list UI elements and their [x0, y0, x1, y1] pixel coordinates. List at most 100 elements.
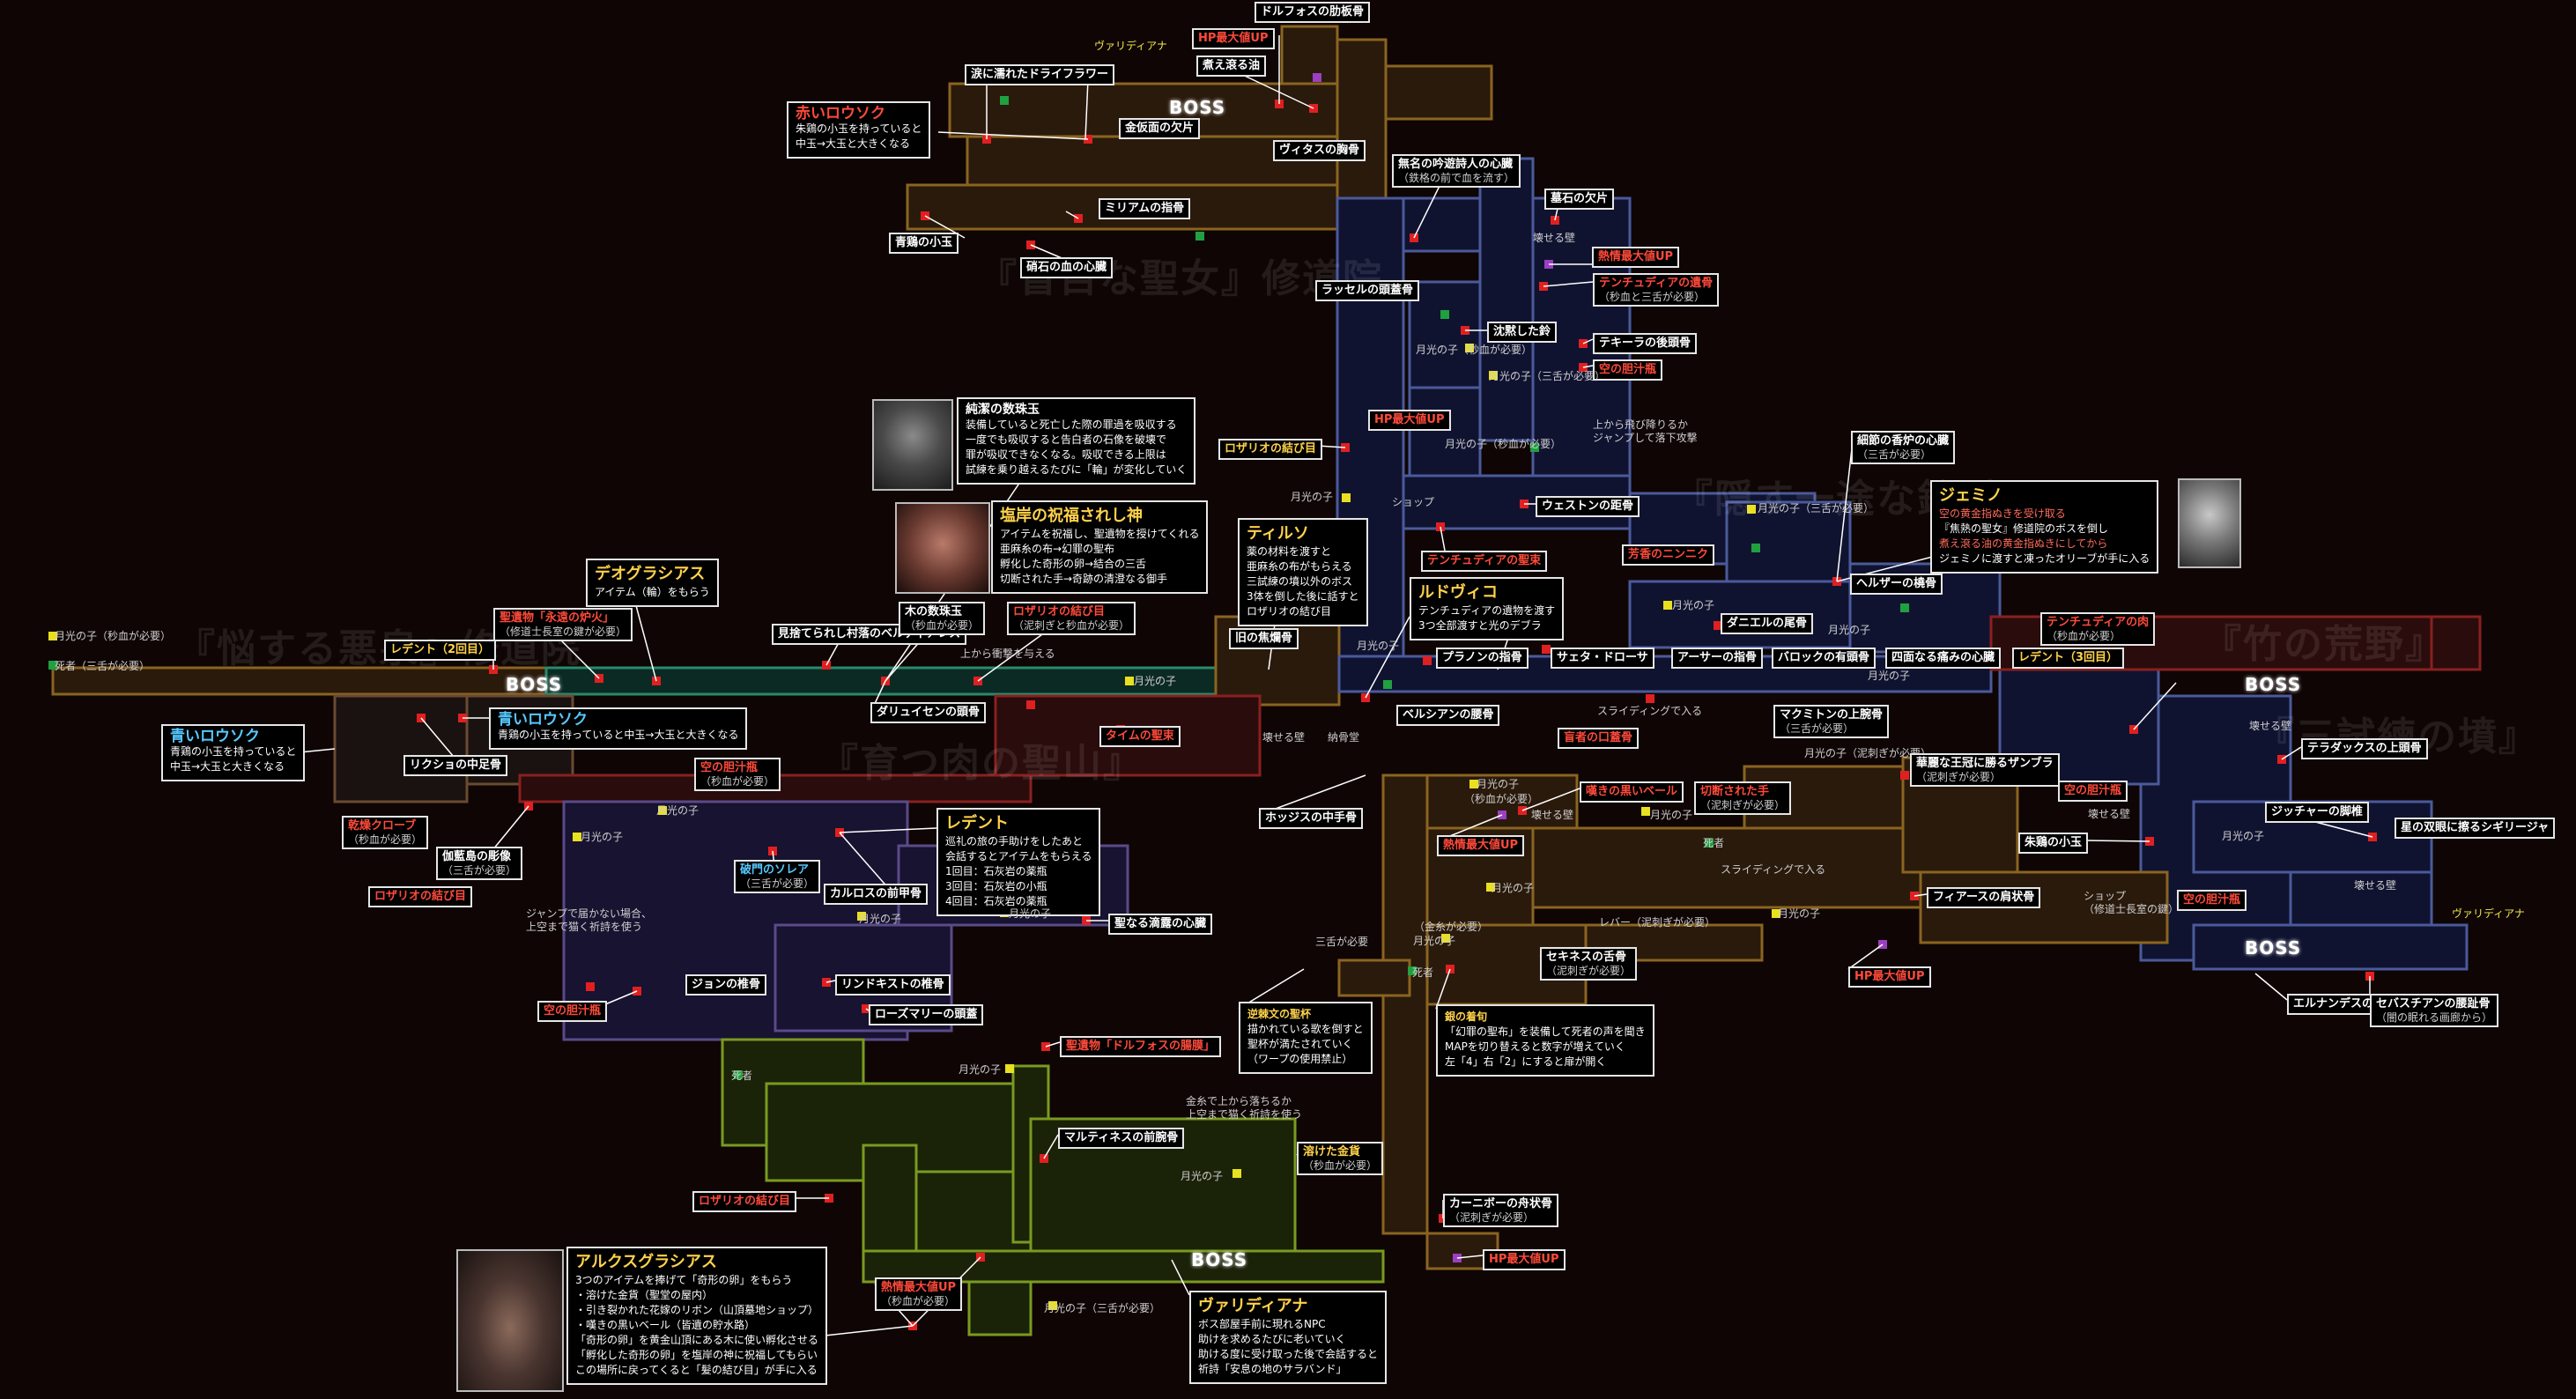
- marker-moon: [48, 632, 57, 640]
- callout-line: [865, 1008, 870, 1011]
- text-moon-child-5: 月光の子: [1828, 624, 1871, 636]
- region-name-mountain: 『育つ肉の聖山』: [819, 741, 1144, 786]
- label-pranon: プラノンの指骨: [1436, 648, 1529, 669]
- label-finger-bone: 旧の焦爛骨: [1229, 628, 1299, 649]
- text-dead-2: 死者: [1703, 837, 1725, 849]
- marker-moon: [857, 912, 866, 921]
- infobox-variditana: ヴァリディアナ ボス部屋手前に現れるNPC 助けを求めるたびに老いていく 助ける…: [1189, 1291, 1388, 1384]
- infobox-tiruso: ティルソ 薬の材料を渡すと 亜麻糸の布がもらえる 三試練の墳以外のボス 3体を倒…: [1238, 518, 1368, 626]
- infobox-deogracias: デオグラシアス アイテム（輪）をもらう: [586, 559, 719, 607]
- marker-dead: [1751, 544, 1760, 552]
- portrait-arkus: [456, 1249, 564, 1392]
- text-moon-child-4: 月光の子: [1672, 599, 1715, 611]
- marker-dead: [1195, 232, 1204, 241]
- infobox-juncture-tama: 純潔の数珠玉 装備していると死亡した際の罪過を吸収する 一度でも吸収すると告白者…: [957, 397, 1196, 485]
- label-empty-bottle-3: 空の胆汁瓶: [2177, 890, 2247, 911]
- infobox-jemino: ジェミノ 空の黄金指ぬきを受け取る 『焦熱の聖女』修道院のボスを倒し 煮え滾る油…: [1930, 480, 2159, 574]
- callout-line: [1582, 338, 1594, 344]
- callout-line: [1456, 1255, 1484, 1259]
- marker-dead: [1383, 680, 1392, 689]
- label-saeta: サェタ・ドローサ: [1551, 648, 1654, 669]
- callout-line: [1043, 1134, 1059, 1159]
- label-passion-up-3: 熱情最大値UP（秒血が必要）: [875, 1277, 963, 1311]
- text-moon-child-11: 月光の子: [581, 831, 624, 843]
- label-hp-up-bottom: HP最大値UP: [1483, 1249, 1566, 1270]
- marker-item: [1646, 694, 1654, 703]
- label-nie-oil: 煮え滾る油: [1196, 56, 1267, 77]
- label-miriam: ミリアムの指骨: [1099, 198, 1191, 219]
- label-hagi-sorea: 破門のソレア（三舌が必要）: [734, 860, 821, 893]
- room-olive-corridor: [862, 1249, 1385, 1284]
- text-moon-child-18: 月光の子: [1492, 882, 1535, 894]
- text-breakable-wall-1: 壊せる壁: [1533, 232, 1576, 244]
- label-weston: ウェストンの距骨: [1536, 496, 1640, 517]
- label-empty-bottle-1: 空の胆汁瓶: [1593, 359, 1663, 381]
- callout-line: [1171, 1259, 1190, 1296]
- label-wood-beads: 木の数珠玉（秒血が必要）: [899, 602, 986, 635]
- label-fiaas: フィアースの肩状骨: [1927, 887, 2041, 908]
- label-helzer: ヘルザーの橈骨: [1850, 574, 1943, 595]
- label-silent-bell: 沈黙した鈴: [1487, 322, 1558, 343]
- label-rozmari: ローズマリーの頭蓋: [869, 1004, 984, 1025]
- text-from-above: 上から飛び降りるか ジャンプして落下攻撃: [1593, 418, 1698, 444]
- label-hozhis: ホッジスの中手骨: [1259, 808, 1364, 829]
- label-rikusho: リクショの中足骨: [403, 755, 508, 776]
- room-top-room: [1280, 25, 1339, 85]
- text-dead-left: 死者（三舌が必要）: [55, 660, 151, 672]
- callout-line: [1440, 526, 1446, 551]
- marker-dead: [1900, 603, 1909, 612]
- room-right-boss: [2192, 923, 2469, 971]
- label-passion-up-2: 熱情最大値UP: [1437, 835, 1525, 856]
- label-nameless-singer: 無名の吟遊詩人の心臓（鉄格の前で血を流す）: [1392, 154, 1521, 188]
- marker-item: [1714, 621, 1722, 630]
- infobox-arkus: アルクスグラシアス 3つのアイテムを捧げて「奇形の卵」をもらう ・溶けた金貨（聖…: [566, 1247, 828, 1385]
- callout-line: [2254, 973, 2288, 1001]
- marker-moon: [1342, 493, 1351, 502]
- label-empty-bottle-6: 空の胆汁瓶（秒血が必要）: [694, 758, 781, 791]
- label-eternal-fire: 聖遺物「永遠の炉火」（修道士長室の鍵が必要）: [493, 608, 633, 641]
- text-moon-child-17: 月光の子: [1650, 809, 1693, 821]
- label-fine-tooth-heart: 細節の香炉の心臓（三舌が必要）: [1851, 431, 1956, 464]
- portrait-jemino: [2178, 478, 2241, 568]
- label-star-ring: 星の双眼に擦るシギリージャ: [2395, 818, 2556, 839]
- infobox-blue-candle-left: 青いロウソク 青鶏の小玉を持っていると 中玉→大玉と大きくなる: [161, 724, 306, 781]
- marker-dead: [1530, 443, 1539, 452]
- label-gold-mask: 金仮面の欠片: [1119, 118, 1201, 139]
- marker-item: [1026, 700, 1035, 709]
- marker-dead: [1440, 310, 1449, 319]
- label-hp-up-top: HP最大値UP: [1192, 28, 1275, 49]
- text-variditana-top: ヴァリディアナ: [1094, 40, 1167, 52]
- text-variditana-right: ヴァリディアナ: [2452, 907, 2525, 920]
- label-redento-2: レデント（2回目）: [384, 640, 497, 661]
- text-dead-3: 死者: [1412, 966, 1434, 979]
- marker-moon: [1772, 909, 1780, 918]
- text-moon-child-6: 月光の子: [1134, 675, 1177, 687]
- room-blue-b: [1478, 157, 1535, 442]
- label-seimyaku-ko: 青鶏の小玉: [889, 233, 959, 254]
- text-sliding-1: スライディングで入る: [1597, 705, 1703, 717]
- label-danielle: ダニエルの尾骨: [1721, 613, 1814, 634]
- marker-moon: [1232, 1169, 1241, 1178]
- marker-upgrade: [1313, 73, 1321, 82]
- room-top-right: [1384, 64, 1493, 121]
- text-jump-note: ジャンプで届かない場合、 上空まで猫く祈詩を使う: [526, 907, 653, 933]
- label-rosario-knot-3: ロザリオの結び目: [368, 886, 473, 907]
- label-martinez: マルティネスの前腕骨: [1058, 1128, 1185, 1149]
- room-olive-g: [967, 1280, 1033, 1336]
- text-gold-thread: 金糸で上から落ちるか 上空まで猫く祈詩を使う: [1186, 1095, 1303, 1121]
- marker-dead: [48, 661, 57, 670]
- text-moon-child-blood-2: 月光の子（秒血が必要）: [1445, 438, 1562, 450]
- portrait-engan-god: [895, 502, 990, 594]
- room-blue-e: [1408, 386, 1482, 477]
- text-moon-child-tongue-1: 月光の子（三舌が必要）: [1489, 370, 1606, 382]
- callout-line: [1836, 440, 1854, 582]
- marker-moon: [1125, 677, 1134, 685]
- text-from-above-2: 上から衝撃を与える: [960, 648, 1055, 660]
- text-moon-child-9: 月光の子: [2222, 830, 2265, 842]
- label-dorufos-rib: ドルフォスの肋板骨: [1255, 2, 1371, 23]
- portrait-statue: [872, 399, 953, 491]
- text-moon-child-10: 月光の子: [656, 804, 700, 817]
- label-melted-coin: 溶けた金貨（秒血が必要）: [1297, 1142, 1384, 1175]
- label-lindkist: リンドキストの椎骨: [835, 974, 951, 996]
